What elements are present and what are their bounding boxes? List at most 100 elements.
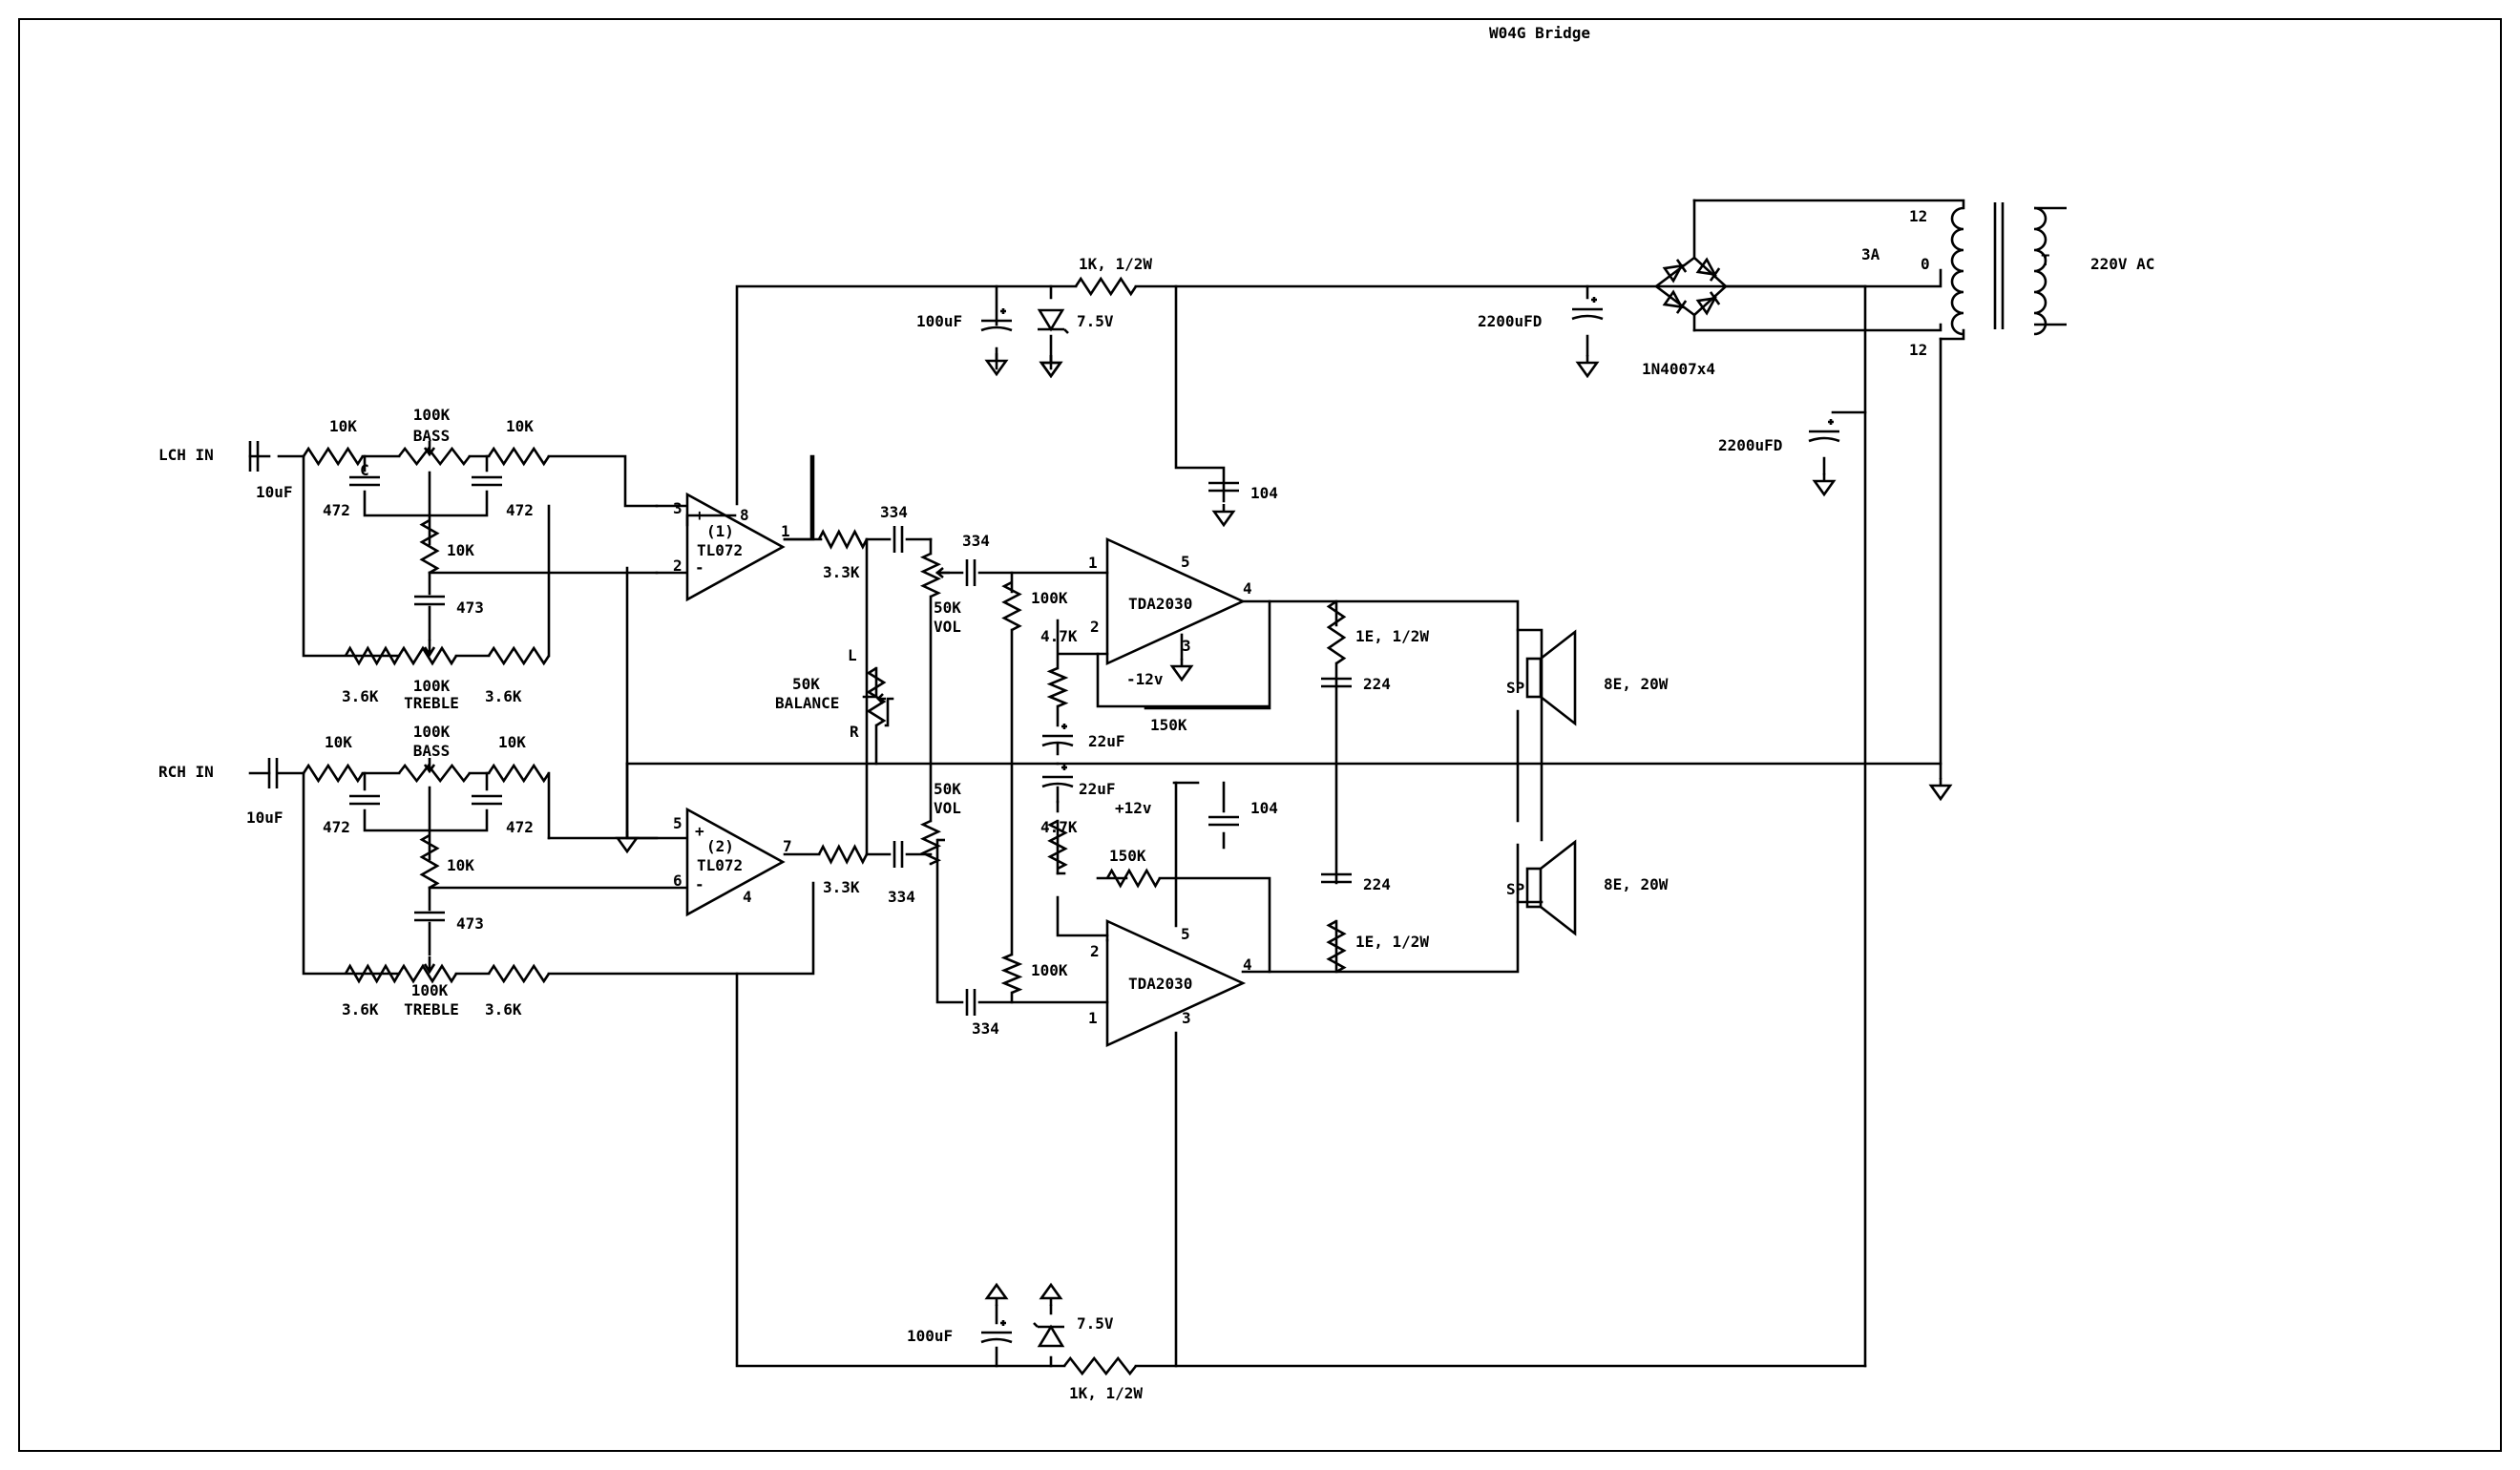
zener-7v5-top	[1037, 308, 1069, 334]
label-vol1-name: VOL	[934, 618, 961, 636]
label-rtl-r: 3.6K	[342, 1000, 379, 1018]
cap-104-top	[1208, 481, 1239, 493]
label-top-cap: 100uF	[916, 312, 962, 330]
cap-334-1	[892, 526, 904, 553]
ground-zener-top-2	[1039, 355, 1063, 379]
label-psu-cap2: 2200uFD	[1718, 436, 1782, 454]
label-amp2-csup: 104	[1250, 799, 1278, 817]
label-bal-r: R	[850, 723, 859, 741]
cap-334-amp2	[965, 989, 976, 1016]
label-rout-r: 10K	[498, 733, 526, 751]
label-zobel-r1: 1E, 1/2W	[1355, 627, 1429, 645]
ground-2200-1	[1575, 355, 1600, 379]
label-op2-pin-minus: 6	[673, 872, 682, 890]
label-amp1-p5: 5	[1181, 553, 1190, 571]
resistor-10k-r-out	[487, 763, 551, 784]
label-op1-ref: (1)	[706, 522, 734, 540]
label-amp1-rg: 4.7K	[1040, 627, 1078, 645]
cap-334-2	[892, 841, 904, 868]
ground-104-top	[1211, 504, 1236, 528]
label-rtr-l: 3.6K	[485, 687, 522, 705]
label-psu-cap1: 2200uFD	[1478, 312, 1542, 330]
label-cap-a-r: 472	[323, 818, 350, 836]
label-r3k3-1: 3.3K	[823, 563, 860, 581]
cap-473-r	[414, 911, 445, 922]
label-sp2-tag: SP	[1506, 880, 1524, 898]
opamp-tl072-1	[685, 492, 786, 602]
label-op1-pin-pwr: 8	[740, 506, 749, 524]
label-psu-xfmr: T	[2041, 251, 2050, 269]
label-amp1-cin: 334	[962, 532, 990, 550]
cap-473-l	[414, 595, 445, 606]
label-amp1-rfb: 150K	[1150, 716, 1187, 734]
label-rtl-l: 3.6K	[342, 687, 379, 705]
speaker-2	[1525, 839, 1577, 936]
cap-2200uf-2	[1808, 419, 1840, 443]
label-sp1-rating: 8E, 20W	[1604, 675, 1669, 693]
label-amp1-p3: 3	[1182, 637, 1191, 655]
label-psu-tap-bot: 12	[1909, 341, 1927, 359]
label-amp2-p4: 4	[1243, 956, 1252, 974]
bass-pot-r	[397, 763, 472, 784]
label-bot-zener: 7.5V	[1077, 1314, 1114, 1333]
resistor-10k-r-in	[302, 763, 365, 784]
cap-100uf-top	[980, 308, 1013, 332]
label-op1-pin-plus: 3	[673, 499, 682, 517]
label-op2-plus: +	[695, 822, 704, 840]
label-bass-name-l: BASS	[413, 427, 451, 445]
label-amp2-rg: 4.7K	[1040, 818, 1078, 836]
resistor-3k3-1	[817, 529, 869, 550]
cap-22uf-amp1	[1041, 724, 1074, 747]
label-amp2-cin: 334	[972, 1019, 999, 1038]
label-amp2-supply: +12v	[1115, 799, 1152, 817]
cap-100uf-bot	[980, 1320, 1013, 1344]
label-capmid-l: 473	[456, 598, 484, 617]
label-top-zener: 7.5V	[1077, 312, 1114, 330]
resistor-150k-amp2	[1105, 868, 1162, 889]
cap-334-amp1	[965, 559, 976, 586]
label-cap-c: C	[360, 461, 369, 479]
label-psu-fuse: 3A	[1861, 245, 1880, 263]
resistor-3k6-l-b	[487, 645, 551, 666]
tda2030-amp-2	[1105, 918, 1247, 1048]
label-psu-tap-mid: 0	[1921, 255, 1930, 273]
cap-22uf-amp2	[1041, 765, 1074, 788]
label-op2-pin-out: 7	[783, 837, 792, 855]
label-zobel-c2: 224	[1363, 875, 1391, 893]
label-rin-r: 10K	[325, 733, 352, 751]
label-vol2-val: 50K	[934, 780, 961, 798]
resistor-10k-l-out	[487, 446, 551, 467]
label-psu-mains: 220V AC	[2090, 255, 2154, 273]
label-c334-1: 334	[880, 503, 908, 521]
cap-224-bot	[1321, 872, 1352, 884]
label-amp2-p3: 3	[1182, 1009, 1191, 1027]
transformer	[1950, 202, 2067, 336]
label-op1-plus: +	[695, 506, 704, 524]
label-amp2-rin: 100K	[1031, 961, 1068, 979]
components	[248, 202, 2067, 1376]
resistor-1e-top	[1326, 599, 1347, 665]
opamp-tl072-2	[685, 807, 786, 917]
label-op1-pin-out: 1	[781, 522, 790, 540]
resistor-1e-bot	[1326, 919, 1347, 974]
label-zobel-c1: 224	[1363, 675, 1391, 693]
label-op2-minus: -	[695, 875, 704, 893]
label-amp2-part: TDA2030	[1128, 975, 1192, 993]
bridge-outline	[1653, 256, 1728, 317]
vol-pot-1	[919, 552, 942, 598]
cap-472-r-a	[349, 794, 380, 806]
label-psu-diodes: 1N4007x4	[1642, 360, 1715, 378]
label-bass-name-r: BASS	[413, 742, 451, 760]
balance-wiper	[876, 693, 886, 704]
diode-3	[1662, 289, 1688, 314]
resistor-3k6-r-a	[344, 963, 401, 984]
label-amp1-part: TDA2030	[1128, 595, 1192, 613]
label-bot-cap: 100uF	[907, 1327, 953, 1345]
label-rmid-l: 10K	[447, 541, 474, 559]
cap-2200uf-1	[1571, 297, 1604, 321]
label-bass-val-l: 100K	[413, 406, 451, 424]
label-amp2-p1: 1	[1088, 1009, 1098, 1027]
label-cap-a-l: 472	[323, 501, 350, 519]
label-bal-l: L	[848, 646, 857, 664]
